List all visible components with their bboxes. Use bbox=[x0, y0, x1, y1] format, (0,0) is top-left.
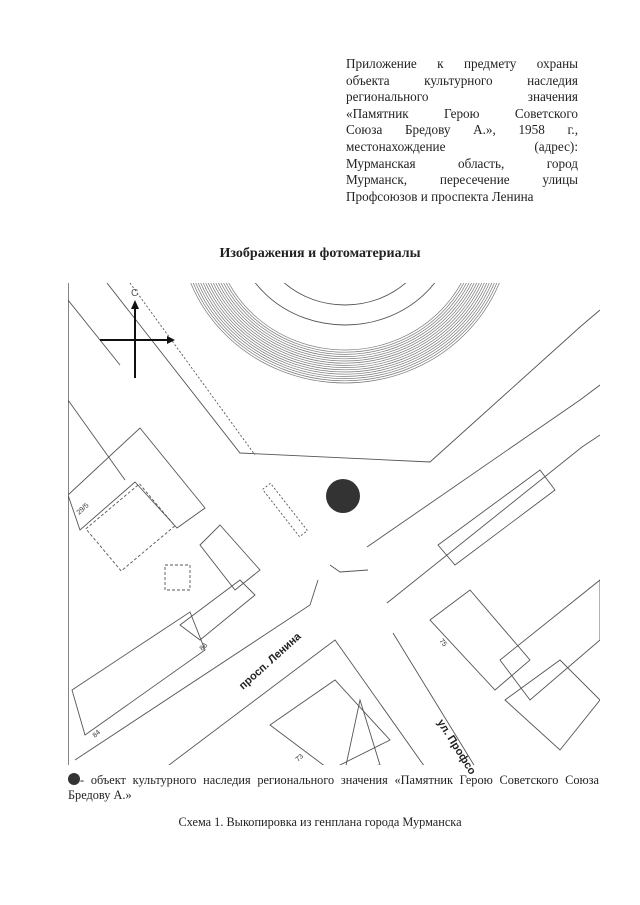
house-number: 73 bbox=[295, 753, 306, 763]
stadium-tier-line bbox=[215, 283, 475, 362]
figure-caption: Схема 1. Выкопировка из генплана города … bbox=[178, 815, 462, 829]
stadium-inner-line bbox=[283, 283, 407, 306]
annex-line: Мурманск, пересечение улицы bbox=[346, 172, 578, 188]
stadium-tier-line bbox=[225, 283, 465, 353]
annex-line: «Памятник Герою Советского bbox=[346, 105, 578, 121]
section-title: Изображения и фотоматериалы bbox=[219, 246, 421, 261]
annex-line: местонахождение (адрес): bbox=[346, 138, 578, 154]
street-label-profsoyuzov: ул. Профсо bbox=[434, 717, 478, 777]
monument-legend-icon bbox=[68, 773, 80, 785]
stadium-tier-line bbox=[223, 283, 467, 355]
compass-icon bbox=[100, 300, 175, 378]
stadium-tier-line bbox=[205, 283, 485, 371]
annex-line: Мурманская область, город bbox=[346, 155, 578, 171]
house-number: 86 bbox=[199, 642, 210, 652]
compass-north-label: С bbox=[131, 288, 138, 299]
monument-marker bbox=[326, 479, 360, 513]
street-label-lenina: просп. Ленина bbox=[237, 630, 304, 692]
annex-line: объекта культурного наследия bbox=[346, 72, 578, 88]
legend-text: - объект культурного наследия региональн… bbox=[68, 773, 599, 802]
stadium-tier-line bbox=[200, 283, 490, 375]
stadium bbox=[190, 283, 500, 384]
stadium-tier-line bbox=[192, 283, 498, 382]
stadium-tier-line bbox=[202, 283, 488, 373]
annex-line: Приложение к предмету охраны bbox=[346, 56, 578, 71]
house-number: 29/5 bbox=[76, 502, 91, 516]
annex-line: Союза Бредову А.», 1958 г., bbox=[346, 122, 578, 138]
stadium-inner-line bbox=[254, 283, 436, 326]
buildings bbox=[68, 427, 600, 765]
annex-line: Профсоюзов и проспекта Ленина bbox=[346, 188, 534, 204]
stadium-tier-line bbox=[197, 283, 493, 377]
stadium-tier-line bbox=[207, 283, 483, 368]
stadium-tier-line bbox=[195, 283, 495, 379]
roads bbox=[68, 283, 600, 765]
annex-line: регионального значения bbox=[346, 89, 578, 105]
legend: - объект культурного наследия региональн… bbox=[68, 773, 599, 803]
stadium-tier-line bbox=[218, 283, 472, 360]
stadium-tier-line bbox=[220, 283, 470, 357]
stadium-tier-line bbox=[212, 283, 478, 364]
stadium-tier-line bbox=[210, 283, 480, 366]
stadium-tier-line bbox=[190, 283, 500, 384]
annex-heading: Приложение к предмету охраны объекта кул… bbox=[346, 56, 578, 205]
house-number: 84 bbox=[92, 729, 103, 739]
house-number: 75 bbox=[437, 638, 447, 649]
stadium-tier-line bbox=[228, 283, 462, 351]
